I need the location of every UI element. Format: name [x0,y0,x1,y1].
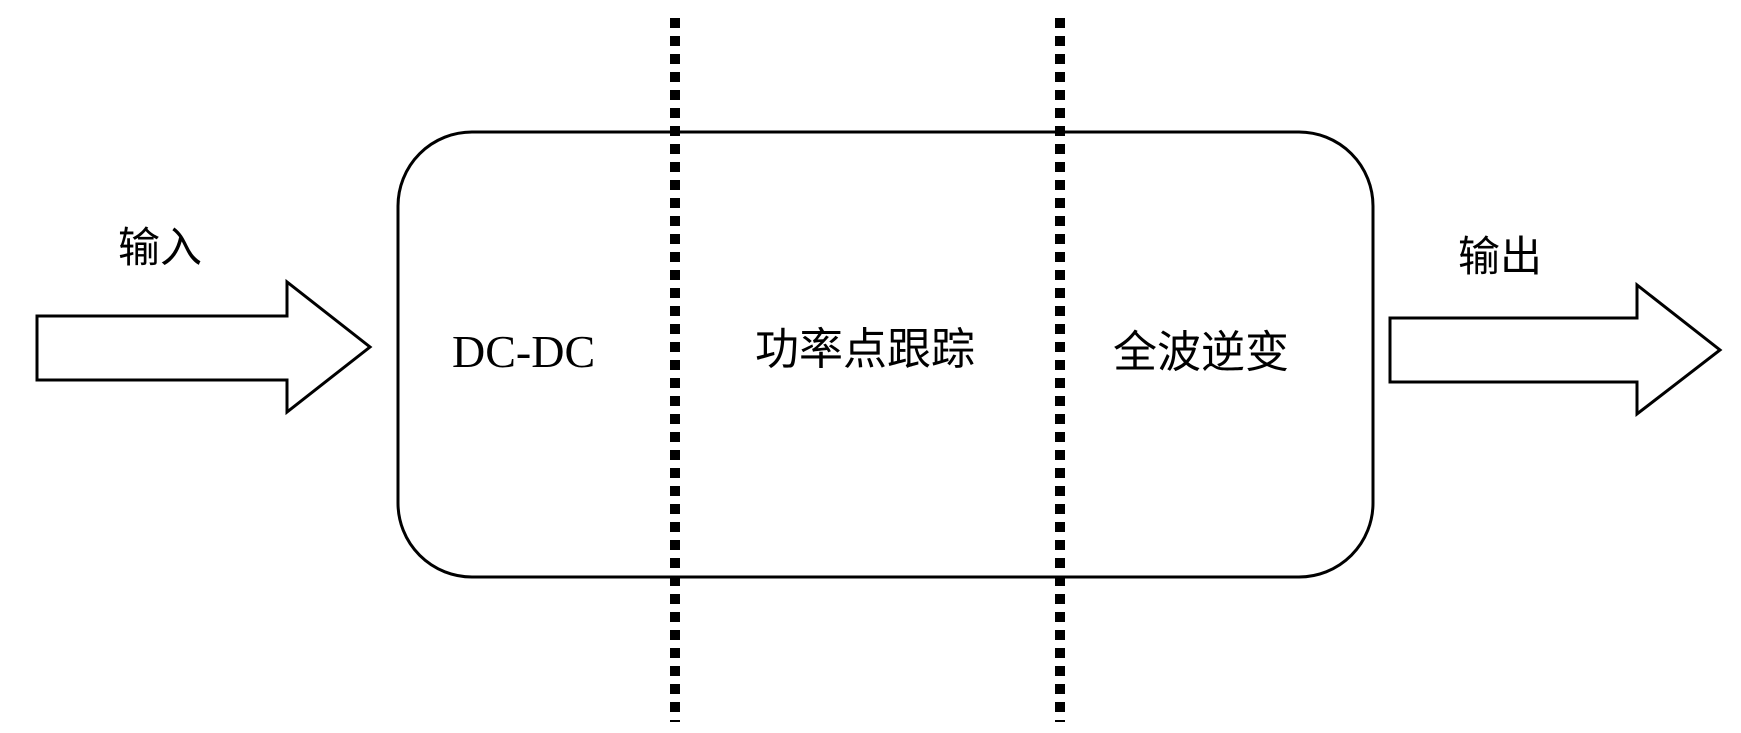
stage-label-dc-dc: DC-DC [452,326,596,377]
input-label: 输入 [118,223,203,272]
output-arrow [1388,281,1723,418]
stage-label-inverter: 全波逆变 [1113,327,1289,378]
output-label: 输出 [1458,232,1543,281]
stage-label-mppt: 功率点跟踪 [755,324,975,375]
process-block [396,130,1375,579]
input-arrow [35,278,373,416]
